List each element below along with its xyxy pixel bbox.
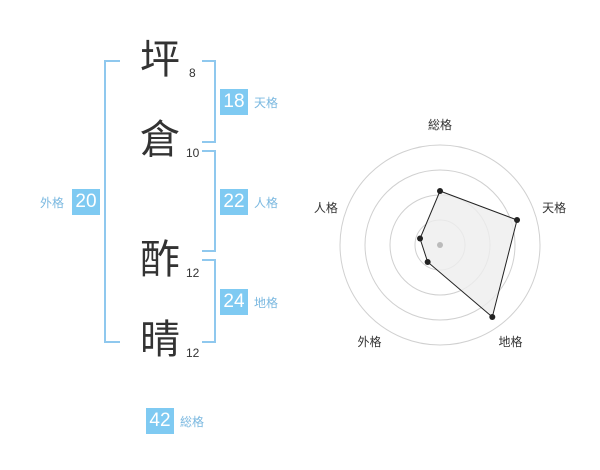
soukaku-value: 42 xyxy=(146,408,174,434)
gaikaku-bracket xyxy=(104,60,120,343)
radar-axis-label-3: 外格 xyxy=(357,334,381,349)
radar-ring-4 xyxy=(339,144,541,346)
soukaku-label: 総格 xyxy=(180,415,205,429)
radar-point-2 xyxy=(489,314,496,321)
radar-center xyxy=(437,242,443,248)
name-char-3: 酢 xyxy=(140,237,180,283)
name-char-1: 坪 xyxy=(140,37,180,83)
tenkaku-bracket xyxy=(202,60,216,143)
radar-series-area xyxy=(419,190,518,318)
chikaku-value: 24 xyxy=(220,289,248,315)
radar-point-0 xyxy=(437,188,443,194)
radar-axis-label-0: 総格 xyxy=(428,117,452,132)
stroke-count-3: 12 xyxy=(186,266,200,280)
stroke-count-2: 10 xyxy=(186,146,200,160)
jinkaku-value: 22 xyxy=(220,189,248,215)
gaikaku-value: 20 xyxy=(72,189,100,215)
gaikaku-label: 外格 xyxy=(40,196,65,210)
stroke-count-1: 8 xyxy=(189,66,196,80)
radar-point-4 xyxy=(417,235,424,242)
radar-point-3 xyxy=(424,258,431,265)
radar-axis-label-4: 人格 xyxy=(314,200,338,215)
radar-axis-label-1: 天格 xyxy=(542,200,566,215)
tenkaku-value: 18 xyxy=(220,89,248,115)
tenkaku-label: 天格 xyxy=(254,96,279,110)
radar-axis-label-2: 地格 xyxy=(499,334,523,349)
jinkaku-label: 人格 xyxy=(254,196,279,210)
name-char-4: 晴 xyxy=(140,317,180,363)
name-char-2: 倉 xyxy=(140,117,180,163)
chikaku-label: 地格 xyxy=(254,296,279,310)
chikaku-bracket xyxy=(202,259,216,343)
jinkaku-bracket xyxy=(202,150,216,252)
radar-point-1 xyxy=(514,216,521,223)
radar-ring-3 xyxy=(364,169,516,321)
stroke-count-4: 12 xyxy=(186,346,200,360)
